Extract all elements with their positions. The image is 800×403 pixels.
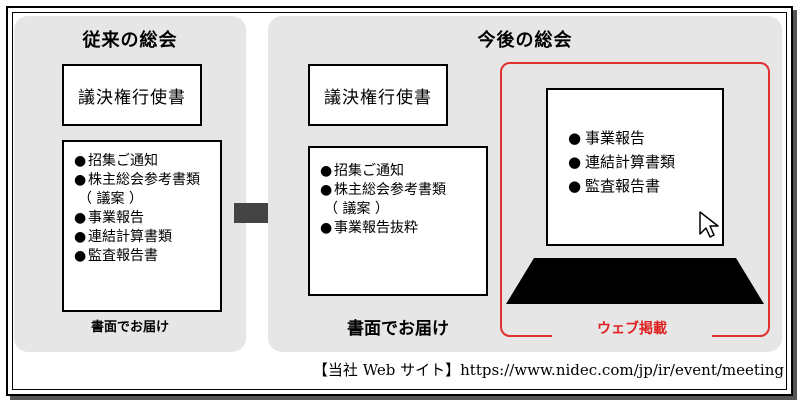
list-item: ●招集ご通知: [320, 163, 404, 179]
list-item: ●連結計算書類: [568, 153, 676, 171]
mouse-pointer-icon: [699, 211, 719, 238]
proxy-form-box-left: 議決権行使書: [62, 64, 202, 126]
document-list-left: ●招集ご通知 ●株主総会参考書類 （ 議案 ） ●事業報告 ●連結計算書類 ●監…: [64, 142, 220, 266]
list-item: ●監査報告書: [74, 248, 158, 264]
list-item: ●監査報告書: [568, 177, 661, 195]
list-item: ●事業報告抜粋: [320, 220, 418, 236]
laptop-screen: ●事業報告 ●連結計算書類 ●監査報告書: [546, 88, 724, 246]
document-list-right: ●招集ご通知 ●株主総会参考書類 （ 議案 ） ●事業報告抜粋: [310, 148, 486, 238]
website-url-footer[interactable]: 【当社 Web サイト】https://www.nidec.com/jp/ir/…: [312, 361, 784, 379]
document-box-left: ●招集ご通知 ●株主総会参考書類 （ 議案 ） ●事業報告 ●連結計算書類 ●監…: [62, 140, 222, 312]
delivery-caption-right: 書面でお届け: [347, 319, 449, 339]
proxy-form-label: 議決権行使書: [78, 87, 186, 108]
list-item: ●事業報告: [74, 210, 144, 226]
list-item: ●株主総会参考書類: [320, 182, 446, 198]
laptop-icon: [506, 258, 764, 304]
proxy-form-box-right: 議決権行使書: [308, 64, 448, 126]
conventional-meeting-title: 従来の総会: [82, 30, 178, 51]
list-item: ●事業報告: [568, 129, 646, 147]
list-item: （ 議案 ）: [324, 201, 389, 217]
list-item: ●株主総会参考書類: [74, 172, 200, 188]
proxy-form-label: 議決権行使書: [324, 87, 432, 108]
web-document-list: ●事業報告 ●連結計算書類 ●監査報告書: [548, 90, 722, 198]
list-item: ●連結計算書類: [74, 229, 172, 245]
future-meeting-title: 今後の総会: [477, 30, 573, 51]
delivery-caption-left: 書面でお届け: [90, 320, 169, 335]
web-publication-label: ウェブ掲載: [552, 318, 712, 338]
list-item: （ 議案 ）: [78, 191, 143, 207]
document-box-right: ●招集ご通知 ●株主総会参考書類 （ 議案 ） ●事業報告抜粋: [308, 146, 488, 296]
conventional-meeting-panel: 従来の総会 議決権行使書 ●招集ご通知 ●株主総会参考書類 （ 議案 ） ●事業…: [14, 16, 246, 352]
inner-frame: [12, 12, 787, 390]
list-item: ●招集ご通知: [74, 153, 158, 169]
